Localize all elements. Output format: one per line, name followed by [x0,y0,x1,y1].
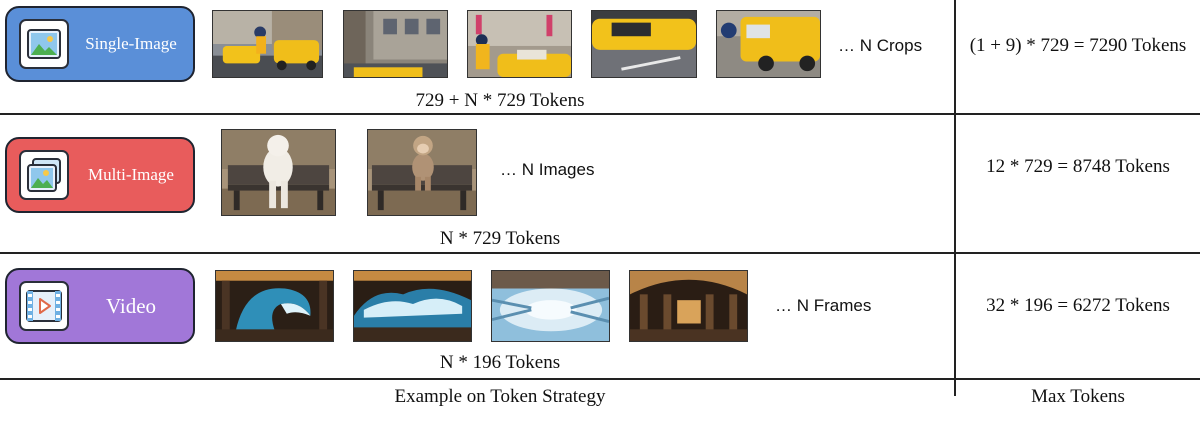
single-image-token-caption: 729 + N * 729 Tokens [415,90,585,111]
multi-image-max-tokens: 12 * 729 = 8748 Tokens [986,156,1170,177]
crop-thumbnail-2 [343,10,448,78]
column-divider [954,0,956,396]
n-crops-ellipsis: … N Crops [838,36,923,55]
crop-thumbnail-4 [591,10,697,78]
row-divider-2 [0,252,1200,254]
video-frame-4 [629,270,748,342]
crop-thumbnail-1 [212,10,323,78]
row-divider-1 [0,113,1200,115]
video-token-caption: N * 196 Tokens [439,352,561,373]
crop-thumbnail-3 [467,10,572,78]
n-frames-ellipsis: … N Frames [775,296,872,315]
monkey-on-bench-image [367,129,477,216]
video-icon [19,281,69,331]
multi-image-icon [19,150,69,200]
video-frame-1 [215,270,334,342]
video-label: Video [105,293,157,318]
crop-thumbnail-5 [716,10,821,78]
multi-image-token-caption: N * 729 Tokens [439,228,561,249]
single-image-max-tokens: (1 + 9) * 729 = 7290 Tokens [969,35,1187,56]
video-frame-3 [491,270,610,342]
single-image-badge: Single-Image [5,6,195,82]
single-image-label: Single-Image [85,34,177,53]
token-strategy-footer: Example on Token Strategy [394,386,606,407]
video-badge: Video [5,268,195,344]
single-image-icon [19,19,69,69]
video-frame-2 [353,270,472,342]
multi-image-label: Multi-Image [88,165,174,184]
max-tokens-footer: Max Tokens [1031,386,1125,407]
row-divider-3 [0,378,1200,380]
video-max-tokens: 32 * 196 = 6272 Tokens [986,295,1170,316]
multi-image-badge: Multi-Image [5,137,195,213]
n-images-ellipsis: … N Images [500,160,595,179]
dog-on-bench-image [221,129,336,216]
